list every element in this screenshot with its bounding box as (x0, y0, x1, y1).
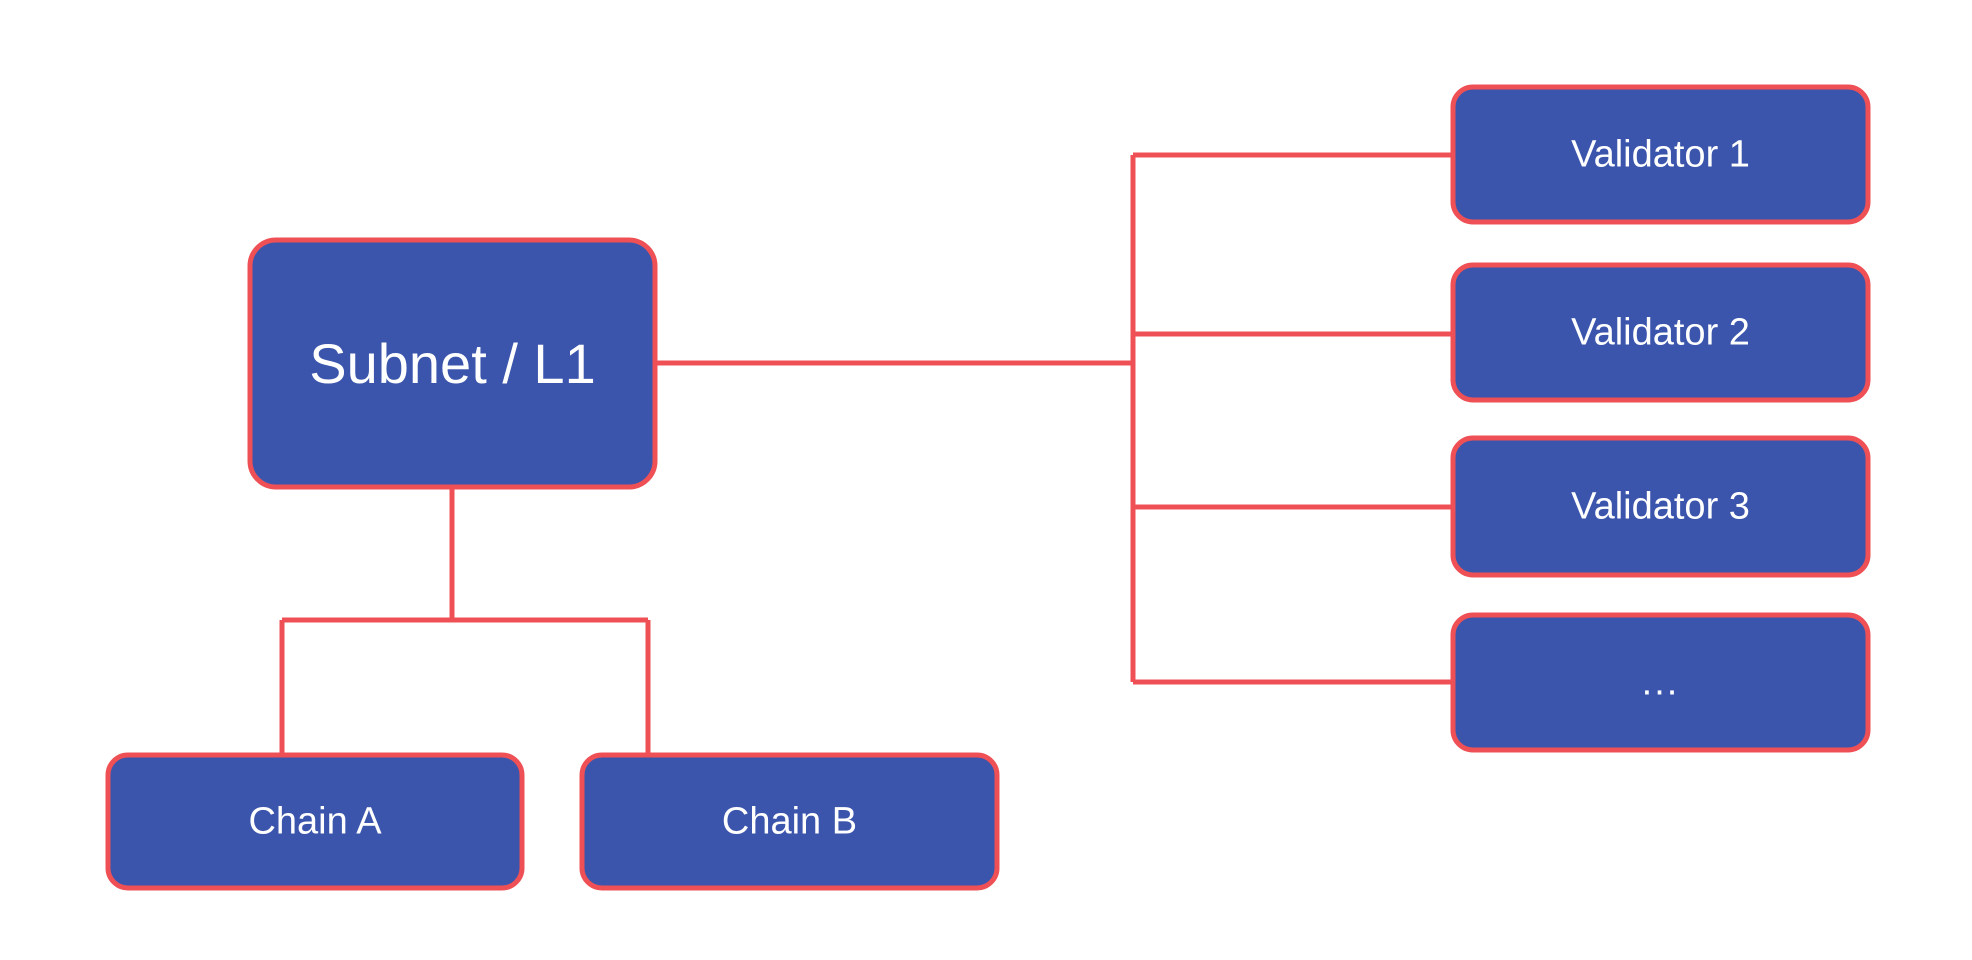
node-subnet-l1-label: Subnet / L1 (309, 332, 595, 395)
node-validator-3[interactable]: Validator 3 (1450, 435, 1871, 578)
edge-group-chains (279, 487, 651, 755)
node-chain-b-box[interactable] (579, 752, 1000, 891)
node-validator-3-label: Validator 3 (1571, 486, 1750, 528)
node-validator-2-label: Validator 2 (1571, 312, 1750, 354)
node-validator-more-box[interactable] (1450, 612, 1871, 753)
node-validator-1[interactable]: Validator 1 (1450, 84, 1871, 225)
edge-group-validators (655, 152, 1453, 685)
node-chain-a-box[interactable] (105, 752, 525, 891)
node-validator-1-label: Validator 1 (1571, 134, 1750, 176)
node-validator-2[interactable]: Validator 2 (1450, 262, 1871, 403)
node-validator-3-box[interactable] (1450, 435, 1871, 578)
node-subnet-l1-box[interactable] (247, 237, 658, 490)
node-subnet-l1[interactable]: Subnet / L1 (247, 237, 658, 490)
node-chain-a[interactable]: Chain A (105, 752, 525, 891)
node-validator-1-box[interactable] (1450, 84, 1871, 225)
node-chain-b-label: Chain B (722, 801, 857, 843)
node-chain-b[interactable]: Chain B (579, 752, 1000, 891)
node-validator-more-label: ... (1642, 662, 1680, 704)
node-chain-a-label: Chain A (248, 801, 382, 843)
node-validator-more[interactable]: ... (1450, 612, 1871, 753)
node-validator-2-box[interactable] (1450, 262, 1871, 403)
